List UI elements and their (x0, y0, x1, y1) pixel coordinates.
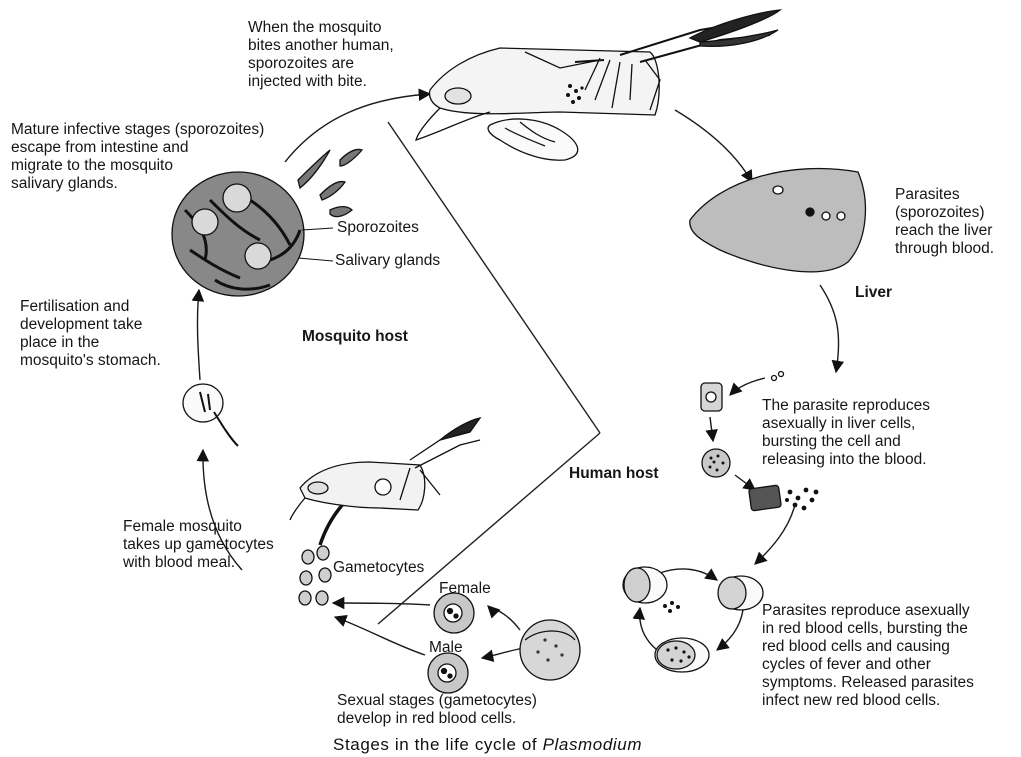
arrow-zygote-to-gland (197, 290, 200, 380)
label-gametocytes: Gametocytes (333, 559, 424, 577)
label-female-mosquito: Female mosquito takes up gametocytes wit… (123, 518, 274, 572)
rbc-cycle (520, 567, 763, 680)
arrow-rbc-to-female (488, 606, 520, 630)
ookinete-illustration (183, 384, 238, 446)
label-sporozoites: Sporozoites (337, 219, 419, 237)
mosquito-feeding-illustration (290, 418, 480, 520)
arrow-liver-to-cells (820, 285, 839, 372)
mosquito-bite-illustration (416, 10, 780, 160)
arrow-cells-to-rbc (755, 505, 795, 564)
arrow-cycle-right (717, 610, 743, 650)
label-mosquito-host: Mosquito host (302, 328, 408, 346)
label-female: Female (439, 580, 491, 598)
figure-caption: Stages in the life cycle of Plasmodium (333, 735, 642, 755)
label-salivary-glands: Salivary glands (335, 252, 440, 270)
arrow-liver-cell-1 (710, 417, 713, 441)
cycle-arrows (197, 94, 838, 658)
label-bite-injection: When the mosquito bites another human, s… (248, 19, 394, 91)
label-sexual-stages: Sexual stages (gametocytes) develop in r… (337, 692, 537, 728)
label-liver-reproduce: The parasite reproduces asexually in liv… (762, 397, 930, 469)
arrow-liver-cell-3 (730, 378, 765, 395)
caption-prefix: Stages in the life cycle of (333, 735, 543, 754)
label-mature-stages: Mature infective stages (sporozoites) es… (11, 121, 264, 193)
arrow-cycle-top (660, 569, 717, 580)
liver-illustration (690, 169, 866, 272)
label-liver: Liver (855, 284, 892, 302)
arrow-bite-to-liver (675, 110, 752, 182)
arrow-cycle-left (640, 608, 657, 650)
arrow-liver-cell-2 (735, 475, 755, 490)
host-divider-lines (378, 122, 600, 624)
label-reach-liver: Parasites (sporozoites) reach the liver … (895, 186, 994, 258)
arrow-rbc-to-male (482, 648, 523, 658)
label-rbc-reproduce: Parasites reproduce asexually in red blo… (762, 602, 974, 710)
arrow-female-to-gametocytes (333, 603, 430, 605)
label-human-host: Human host (569, 465, 659, 483)
label-male: Male (429, 639, 463, 657)
label-fertilisation: Fertilisation and development take place… (20, 298, 161, 370)
caption-organism: Plasmodium (543, 735, 643, 754)
